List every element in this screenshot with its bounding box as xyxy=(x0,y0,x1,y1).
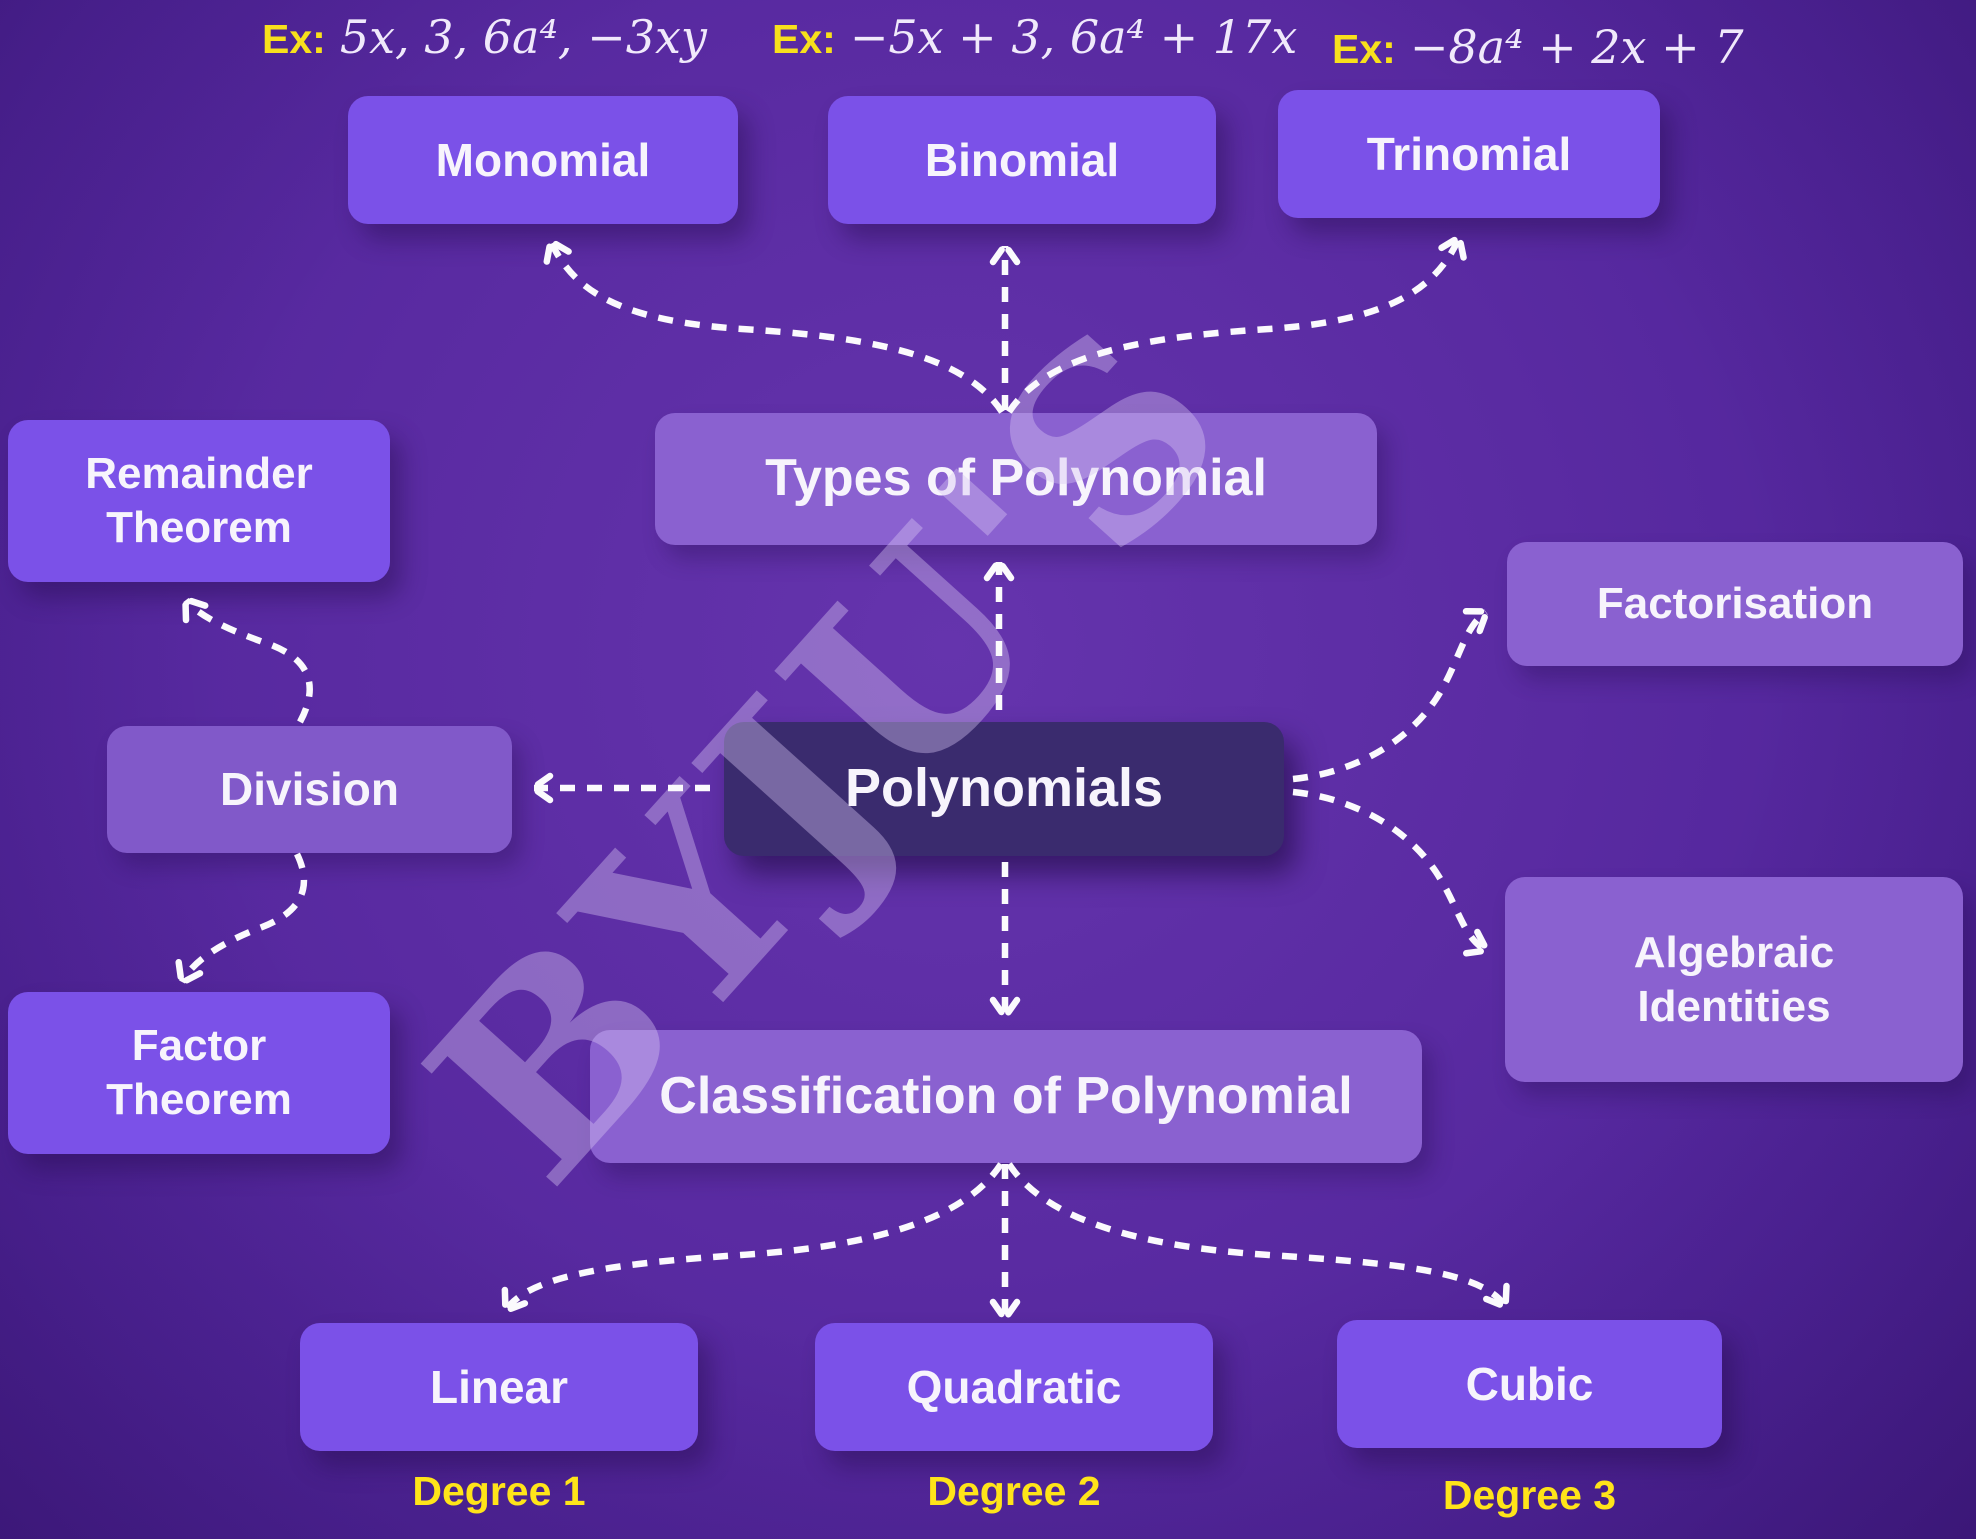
degree-label-quadratic: Degree 2 xyxy=(927,1468,1101,1514)
node-label: Monomial xyxy=(435,133,651,186)
node-division: Division xyxy=(107,726,512,853)
example-expression: −5x + 3, 6a⁴ + 17x xyxy=(849,10,1298,64)
example-trinomial: Ex: −8a⁴ + 2x + 7 xyxy=(1332,20,1744,74)
example-prefix: Ex: xyxy=(772,16,836,62)
node-label: Trinomial xyxy=(1366,127,1572,180)
arrow-division-to-remainder-theorem xyxy=(186,600,313,724)
node-cubic: Cubic xyxy=(1337,1320,1722,1448)
arrow-types-to-monomial xyxy=(551,242,1005,414)
node-remainder-theorem: Remainder Theorem xyxy=(8,420,390,582)
node-linear: Linear xyxy=(300,1323,698,1451)
degree-label-linear: Degree 1 xyxy=(412,1468,586,1514)
degree-label-cubic: Degree 3 xyxy=(1442,1472,1617,1518)
arrow-classification-to-cubic xyxy=(1006,1162,1505,1306)
node-label: Types of Polynomial xyxy=(765,449,1267,508)
arrow-classification-to-linear xyxy=(506,1162,1004,1310)
arrow-polynomials-to-algebraic-identities xyxy=(1292,788,1486,950)
node-monomial: Monomial xyxy=(348,96,738,224)
node-label: Quadratic xyxy=(906,1360,1122,1413)
node-label: Division xyxy=(220,763,399,816)
node-label: Factorisation xyxy=(1596,579,1874,629)
node-factorisation: Factorisation xyxy=(1507,542,1963,666)
node-label: Remainder Theorem xyxy=(85,449,313,552)
example-binomial: Ex: −5x + 3, 6a⁴ + 17x xyxy=(772,10,1297,64)
example-prefix: Ex: xyxy=(262,16,326,62)
node-quadratic: Quadratic xyxy=(815,1323,1213,1451)
node-polynomials: Polynomials xyxy=(724,722,1284,856)
node-trinomial: Trinomial xyxy=(1278,90,1660,218)
node-label: Factor Theorem xyxy=(106,1021,292,1124)
node-label: Classification of Polynomial xyxy=(659,1066,1353,1125)
node-types-of-polynomial: Types of Polynomial xyxy=(655,413,1377,545)
node-label: Binomial xyxy=(924,133,1120,186)
arrow-polynomials-to-factorisation xyxy=(1292,612,1486,783)
node-algebraic-identities: Algebraic Identities xyxy=(1505,877,1963,1082)
arrow-types-to-trinomial xyxy=(1006,238,1459,414)
example-expression: −8a⁴ + 2x + 7 xyxy=(1409,20,1744,74)
node-label: Cubic xyxy=(1465,1357,1594,1410)
node-label: Algebraic Identities xyxy=(1633,927,1835,1031)
node-classification-of-polynomial: Classification of Polynomial xyxy=(590,1030,1422,1163)
example-prefix: Ex: xyxy=(1332,26,1396,72)
example-expression: 5x, 3, 6a⁴, −3xy xyxy=(339,10,707,64)
example-monomial: Ex: 5x, 3, 6a⁴, −3xy xyxy=(262,10,707,64)
node-label: Linear xyxy=(429,1360,569,1413)
node-binomial: Binomial xyxy=(828,96,1216,224)
node-factor-theorem: Factor Theorem xyxy=(8,992,390,1154)
node-label: Polynomials xyxy=(844,758,1164,819)
arrow-division-to-factor-theorem xyxy=(182,852,308,982)
